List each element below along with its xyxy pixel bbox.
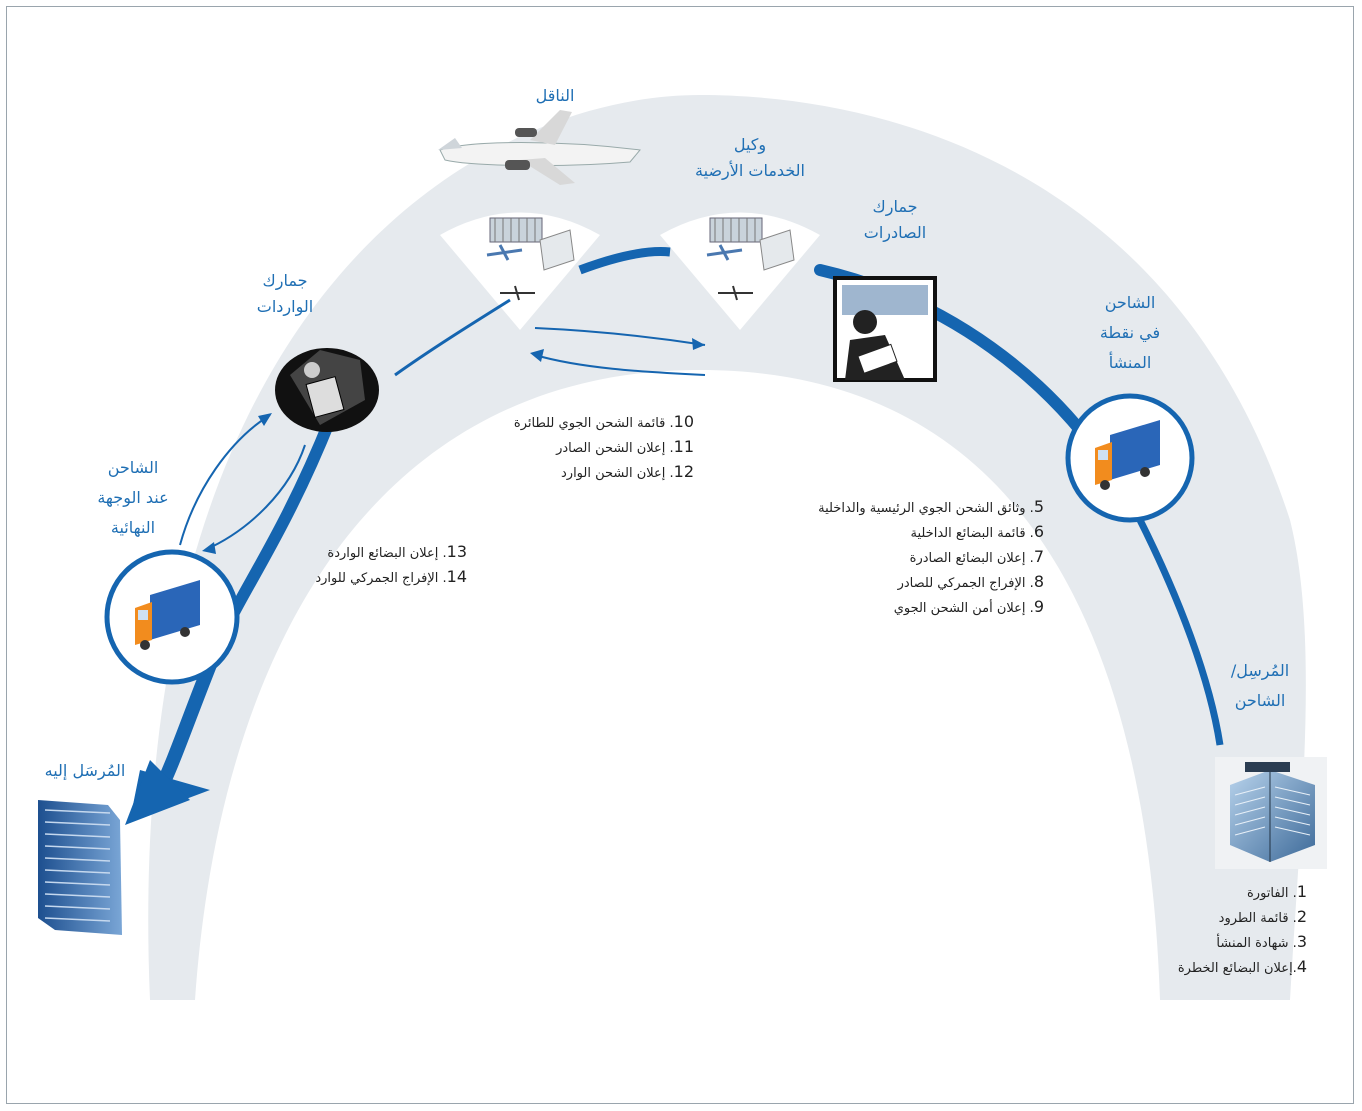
list-item: 5. وثائق الشحن الجوي الرئيسية والداخلية xyxy=(818,497,1044,516)
destination-shipper-label: الشاحن عند الوجهة النهائية xyxy=(97,458,169,537)
consignee-label: المُرسَل إليه xyxy=(44,761,126,780)
import-docs-list: 13. إعلان البضائع الواردة 14. الإفراج ال… xyxy=(315,540,467,590)
origin-shipper-label: الشاحن في نقطة المنشأ xyxy=(1099,293,1161,372)
sender-building-icon xyxy=(1215,757,1327,869)
sender-label: المُرسِل/ الشاحن xyxy=(1230,661,1290,710)
list-item: 10. قائمة الشحن الجوي للطائرة xyxy=(513,412,694,431)
sender-docs-list: 1. الفاتورة 2. قائمة الطرود 3. شهادة الم… xyxy=(1178,880,1307,980)
consignee-building-icon xyxy=(38,800,122,935)
flow-arc-right-lower xyxy=(1136,518,1224,746)
flow-arc-top xyxy=(578,247,671,275)
import-customs-icon xyxy=(275,348,379,432)
diagram-frame xyxy=(6,6,1354,1104)
ground-agent-label: وكيل الخدمات الأرضية xyxy=(695,135,805,180)
arch-band xyxy=(148,95,1306,1000)
list-item: 7. إعلان البضائع الصادرة xyxy=(909,547,1044,566)
list-item: 3. شهادة المنشأ xyxy=(1216,932,1307,951)
airport-icon-right xyxy=(706,217,795,301)
export-customs-label: جمارك الصادرات xyxy=(863,197,927,242)
export-customs-icon xyxy=(833,276,937,382)
origin-truck-icon xyxy=(1065,393,1195,523)
airport-icon-left xyxy=(486,217,575,301)
list-item: 12. إعلان الشحن الوارد xyxy=(561,462,694,481)
list-item: 2. قائمة الطرود xyxy=(1218,907,1307,926)
consignee-arrowhead-tip xyxy=(125,760,190,825)
carrier-label: الناقل xyxy=(535,86,575,105)
list-item: 14. الإفراج الجمركي للوارد xyxy=(315,567,467,586)
list-item: 13. إعلان البضائع الواردة xyxy=(327,542,467,561)
airplane-icon xyxy=(438,110,641,185)
carrier-docs-list: 10. قائمة الشحن الجوي للطائرة 11. إعلان … xyxy=(514,410,694,485)
flow-arc-inner xyxy=(394,298,511,377)
list-item: 8. الإفراج الجمركي للصادر xyxy=(897,572,1044,591)
list-item: 6. قائمة البضائع الداخلية xyxy=(910,522,1044,541)
export-docs-list: 5. وثائق الشحن الجوي الرئيسية والداخلية … xyxy=(818,495,1044,620)
destination-truck-icon xyxy=(104,549,240,685)
list-item: 4.إعلان البضائع الخطرة xyxy=(1177,957,1307,976)
list-item: 9. إعلان أمن الشحن الجوي xyxy=(893,597,1044,616)
import-customs-label: جمارك الواردات xyxy=(256,271,314,316)
list-item: 1. الفاتورة xyxy=(1247,882,1307,901)
list-item: 11. إعلان الشحن الصادر xyxy=(556,437,694,456)
